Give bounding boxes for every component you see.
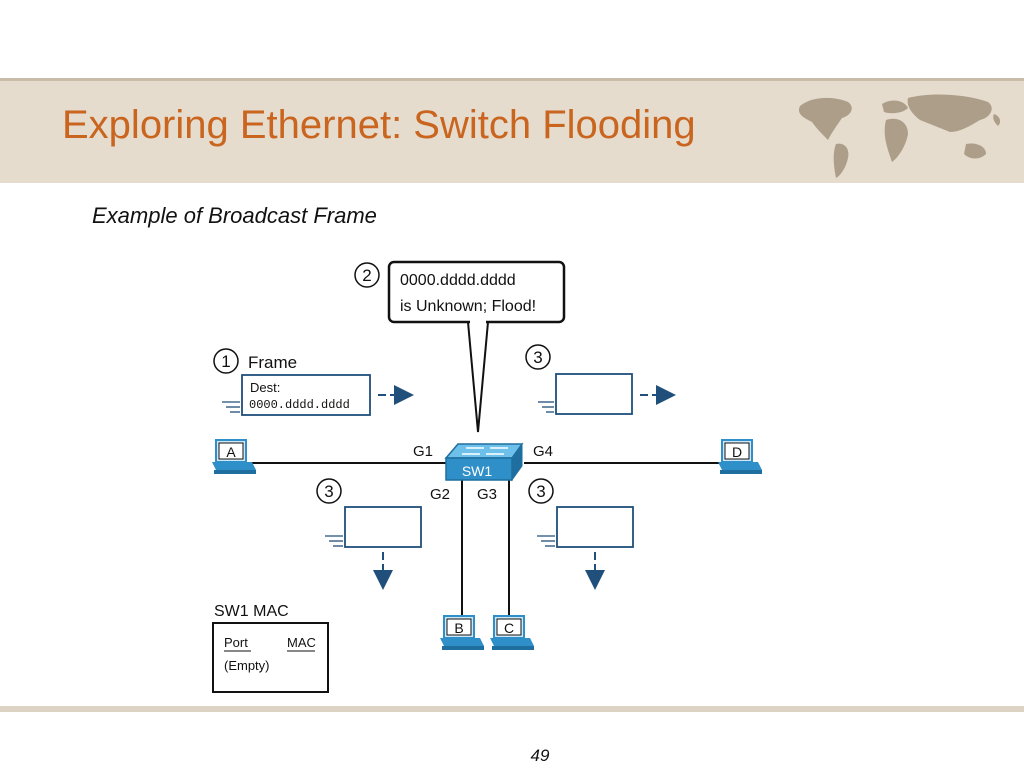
step-1-number: 1 <box>221 352 230 371</box>
mac-table: SW1 MAC Port MAC (Empty) <box>212 603 329 693</box>
frame-label: Frame <box>248 353 297 372</box>
world-map-graphic <box>798 94 1001 178</box>
host-a-label: A <box>226 444 236 460</box>
mac-table-col-mac: MAC <box>287 635 316 650</box>
host-a: A <box>212 439 256 474</box>
header-top-line <box>0 78 1024 81</box>
step-3-badge-d <box>525 344 551 370</box>
diagram-subtitle: Example of Broadcast Frame <box>92 203 377 228</box>
host-b-keyboard <box>440 638 484 646</box>
step-3-badge-c <box>528 478 554 504</box>
callout-line-2: is Unknown; Flood! <box>400 298 536 315</box>
step-3-number-c: 3 <box>536 482 545 501</box>
switch-side-face <box>511 442 523 482</box>
host-d-keyboard <box>718 462 762 470</box>
flood-frame-to-b: 3 <box>316 478 422 590</box>
flood-frame-box-d <box>555 373 633 415</box>
step-3-number-d: 3 <box>533 348 542 367</box>
mac-table-col-port: Port <box>224 635 248 650</box>
frame-dest-value: 0000.dddd.dddd <box>249 398 350 412</box>
port-label-g3: G3 <box>477 486 497 503</box>
header-band <box>0 81 1024 183</box>
switch-sw1: SW1 <box>444 442 524 482</box>
port-label-g1: G1 <box>413 443 433 460</box>
host-d: D <box>718 439 762 474</box>
host-c-label: C <box>504 620 514 636</box>
callout-pointer <box>467 321 489 433</box>
mac-table-box <box>212 622 329 693</box>
step-3-badge-b <box>316 478 342 504</box>
host-b: B <box>440 615 484 650</box>
switch-top-face <box>444 443 524 459</box>
frame-motion-lines <box>222 401 240 413</box>
callout-step-2: 2 0000.dddd.dddd is Unknown; Flood! <box>354 260 566 433</box>
host-d-label: D <box>732 444 742 460</box>
switch-label: SW1 <box>462 463 493 479</box>
mac-table-title: SW1 MAC <box>214 603 289 620</box>
port-label-g4: G4 <box>533 443 553 460</box>
frame-dest-label: Dest: <box>250 380 280 395</box>
footer-line <box>0 706 1024 712</box>
host-b-label: B <box>454 620 463 636</box>
step-3-number-b: 3 <box>324 482 333 501</box>
host-c-keyboard <box>490 638 534 646</box>
switch-arrows-icon <box>462 447 508 455</box>
host-c: C <box>490 615 534 650</box>
host-a-keyboard <box>212 462 256 470</box>
step-2-number: 2 <box>362 266 371 285</box>
mac-table-empty: (Empty) <box>224 658 270 673</box>
frame-box <box>241 374 371 416</box>
flood-frame-box-c <box>556 506 634 548</box>
port-label-g2: G2 <box>430 486 450 503</box>
flood-frame-to-c: 3 <box>528 478 634 590</box>
flood-frame-box-b <box>344 506 422 548</box>
callout-line-1: 0000.dddd.dddd <box>400 272 516 289</box>
flood-frame-to-d: 3 <box>525 344 676 415</box>
original-frame-group: 1 Frame Dest: 0000.dddd.dddd <box>213 348 414 416</box>
page-number: 49 <box>530 746 550 765</box>
slide-title: Exploring Ethernet: Switch Flooding <box>62 103 696 147</box>
step-1-badge <box>213 348 239 374</box>
step-2-badge <box>354 262 380 288</box>
